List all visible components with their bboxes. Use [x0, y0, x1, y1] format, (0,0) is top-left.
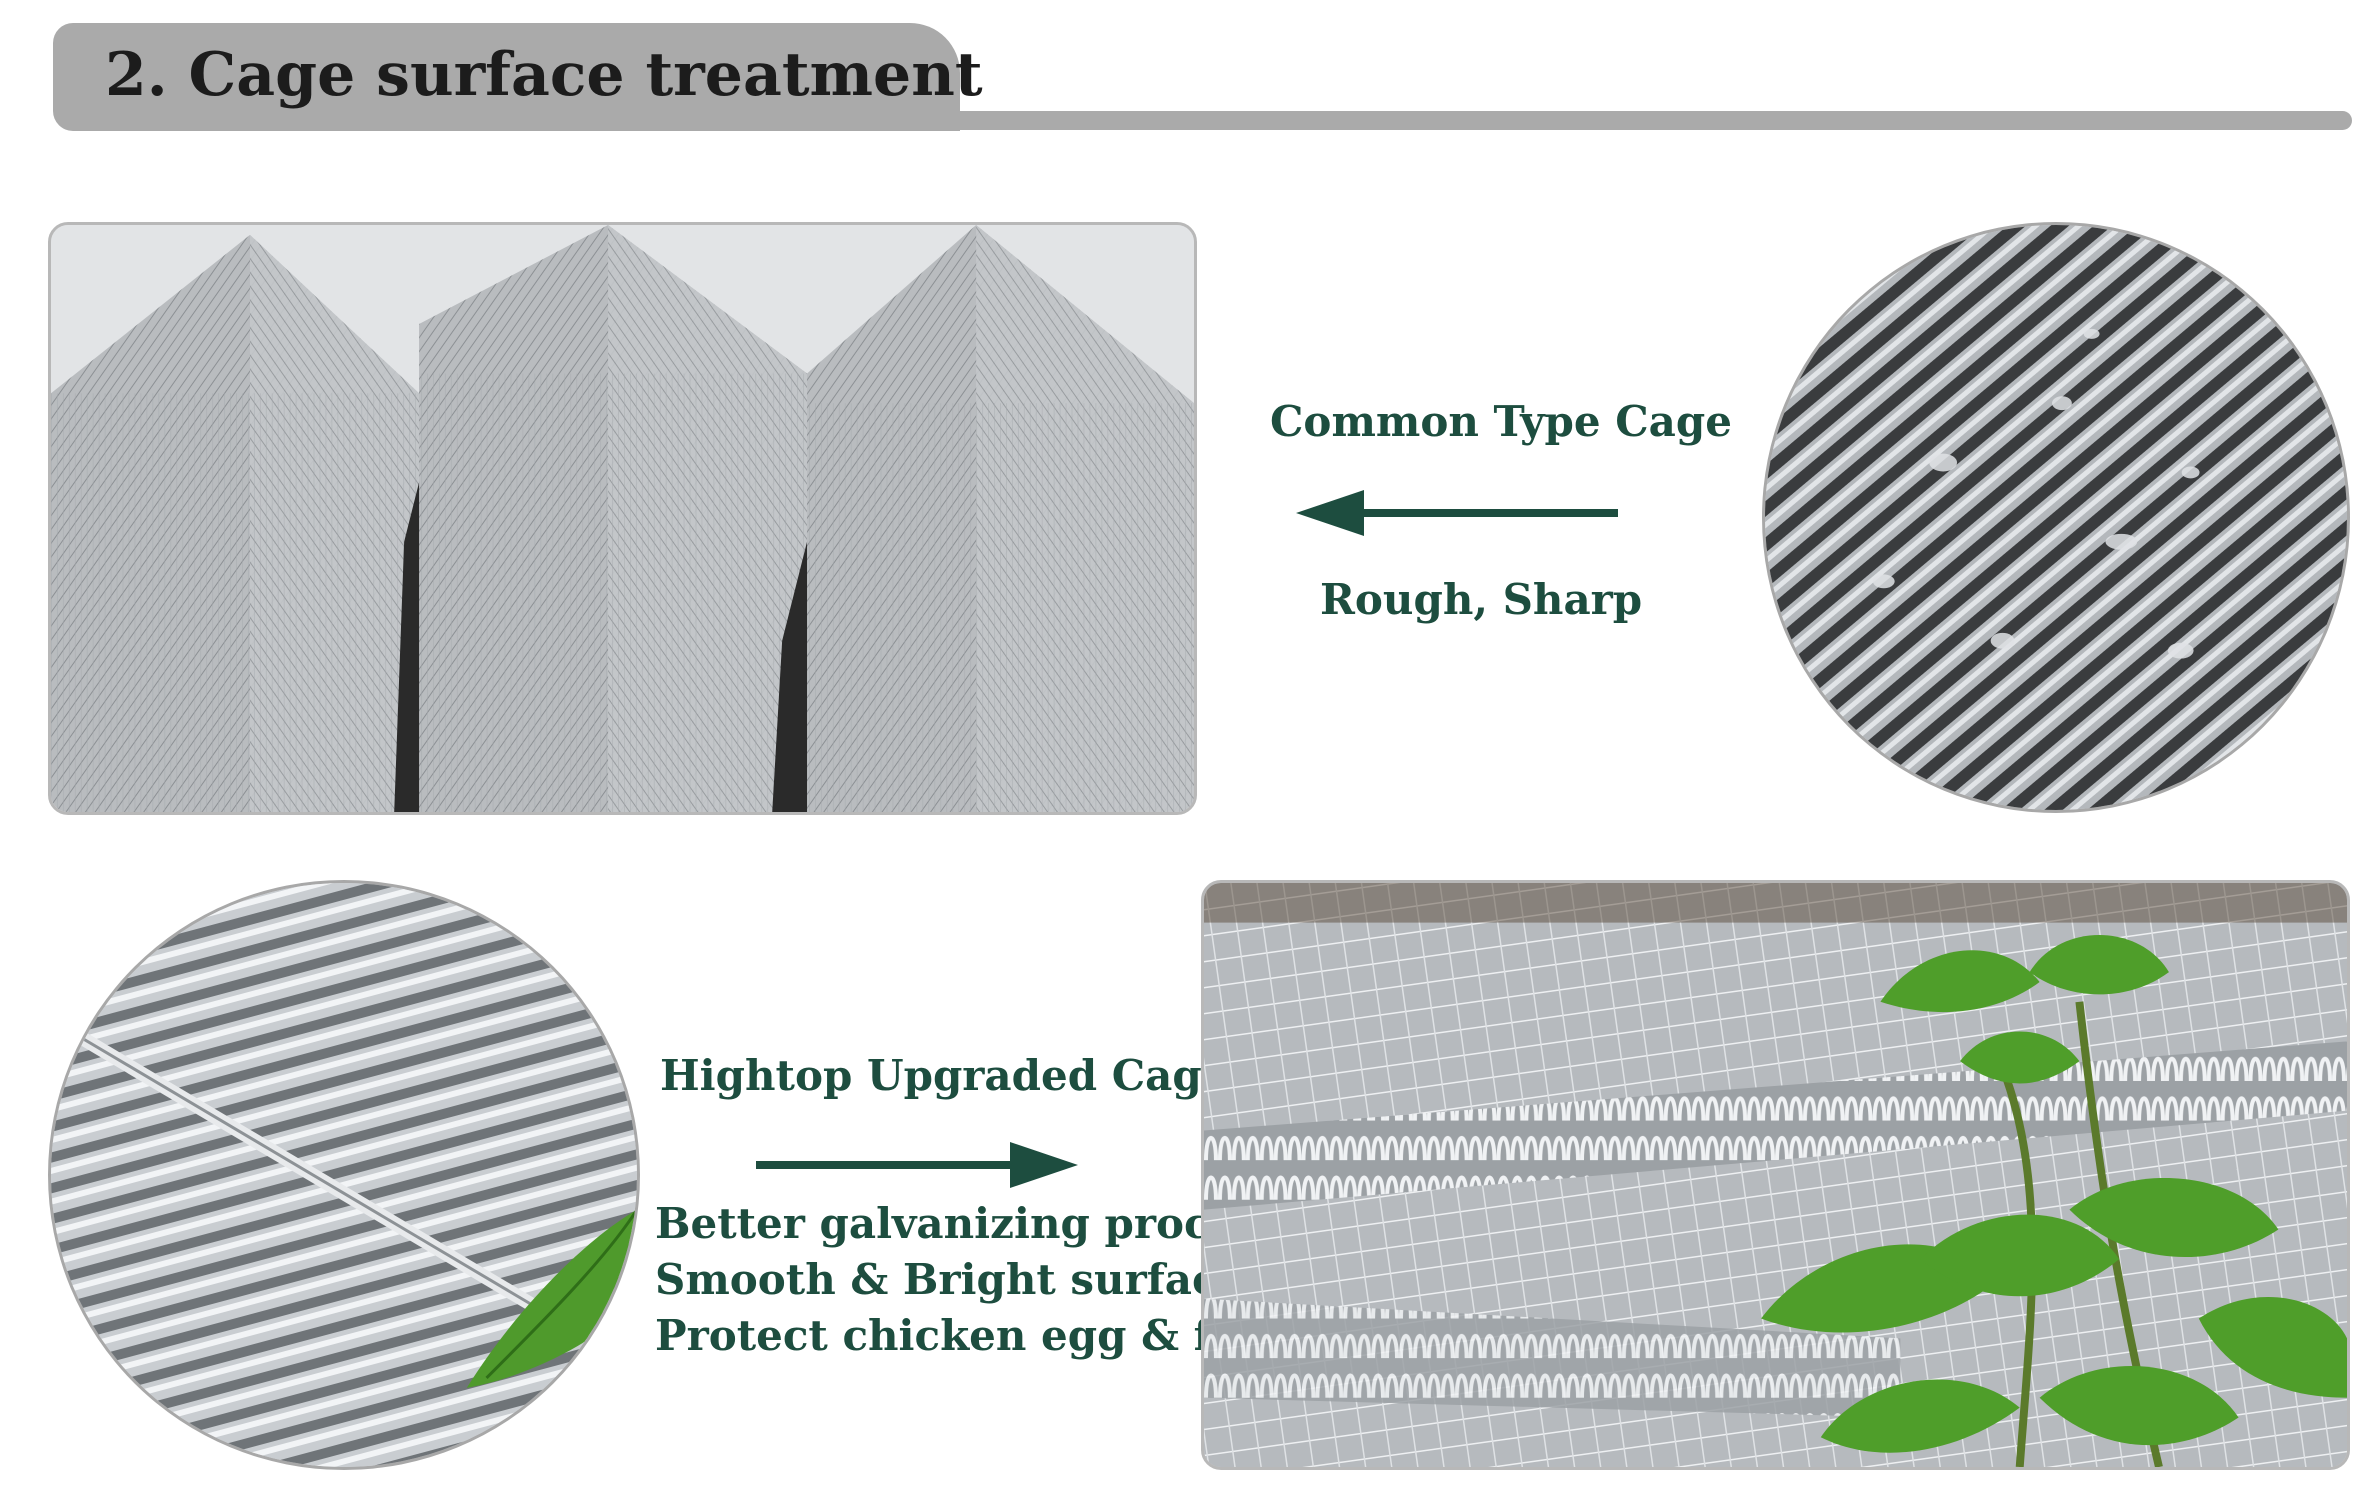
upgraded-cage-panels-photo	[1201, 880, 2350, 1470]
upgraded-feature-item: Protect chicken egg & feet	[655, 1311, 1285, 1360]
common-cage-title: Common Type Cage	[1270, 397, 1732, 446]
common-cage-subtitle: Rough, Sharp	[1320, 575, 1643, 624]
arrow-right-icon	[756, 1142, 1078, 1188]
arrow-left-icon	[1296, 490, 1618, 536]
upgraded-feature-item: Smooth & Bright surface	[655, 1255, 1245, 1304]
header-tab	[53, 23, 960, 131]
upgraded-feature-item: Better galvanizing process	[655, 1199, 1284, 1248]
header-underline	[940, 111, 2352, 130]
upgraded-cage-closeup-photo	[48, 880, 640, 1470]
common-cage-stack-photo	[48, 222, 1197, 815]
page-title: 2. Cage surface treatment	[105, 40, 983, 110]
common-cage-closeup-photo	[1762, 222, 2350, 813]
upgraded-cage-title: Hightop Upgraded Cage	[660, 1051, 1229, 1100]
